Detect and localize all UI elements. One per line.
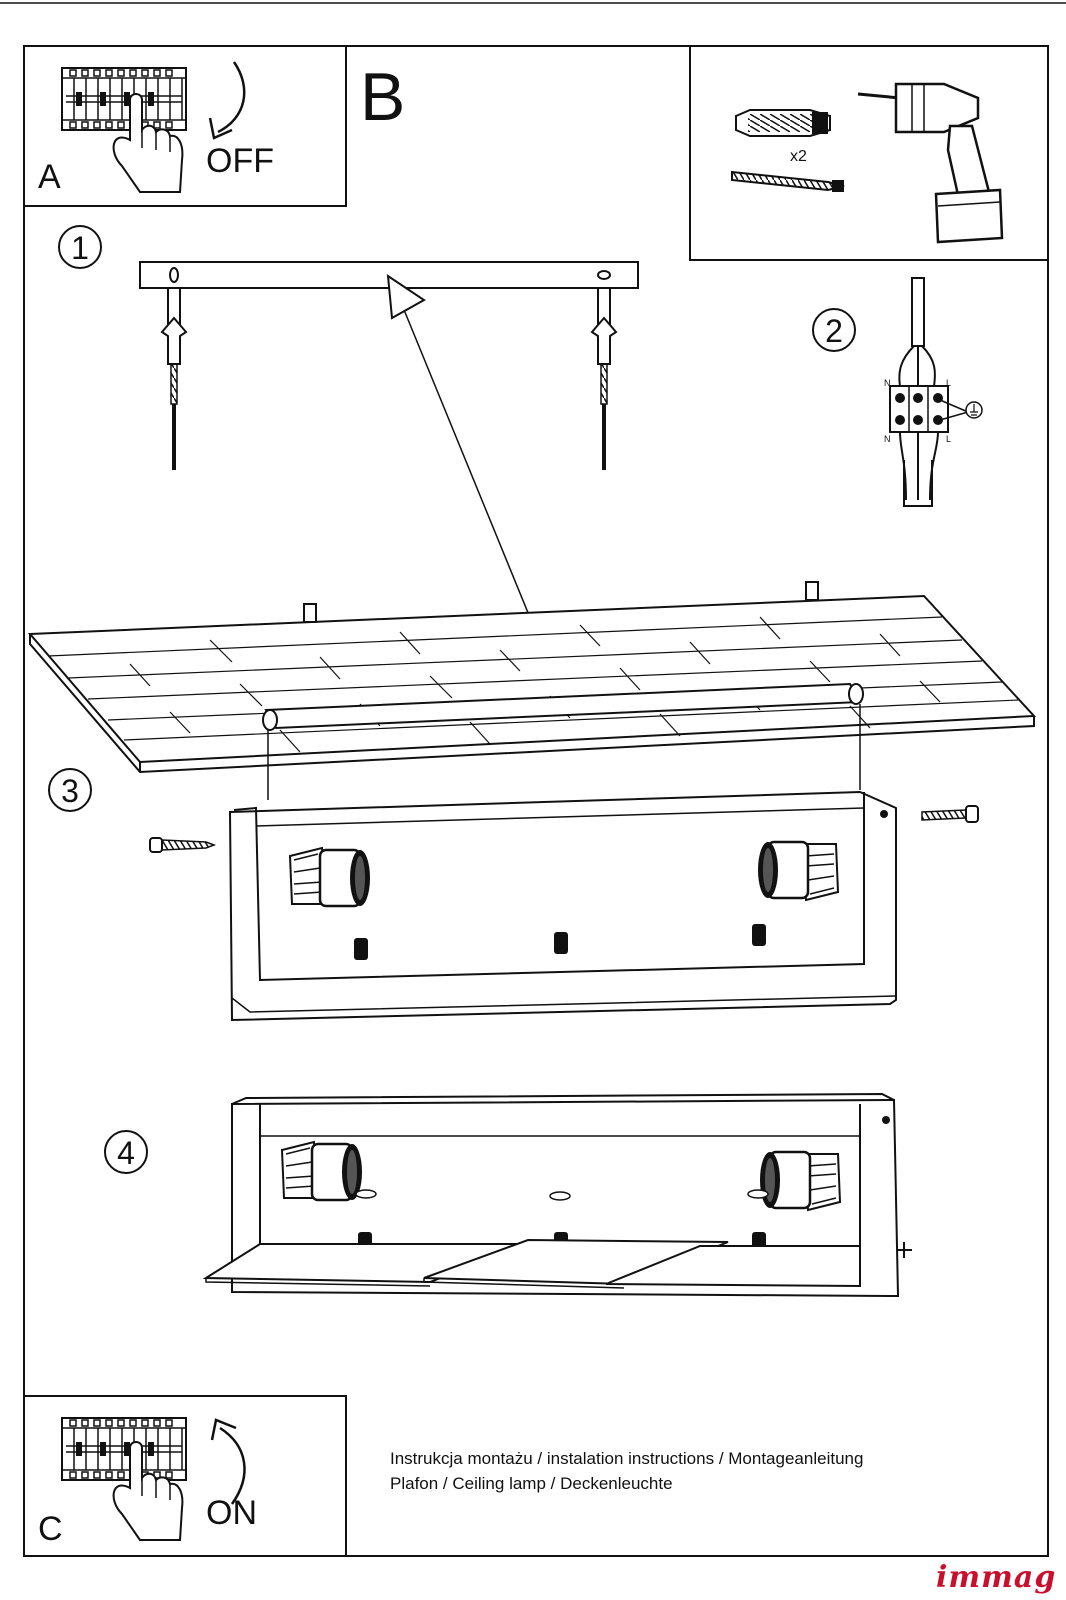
sheet-frame (23, 45, 1049, 1557)
breaker-box-icon (61, 1417, 187, 1481)
spotlight-right-icon (758, 1150, 842, 1212)
pointer-arrow-icon (386, 274, 426, 320)
ceiling-bolt-left (303, 603, 317, 623)
spotlight-left-icon (288, 846, 372, 908)
caption: Instrukcja montażu / instalation instruc… (390, 1446, 863, 1496)
on-label: ON (206, 1494, 257, 1532)
terminal-bottom-right-label: L (946, 434, 951, 444)
wall-plug-icon (735, 109, 831, 137)
terminal-bottom-left-label: N (884, 434, 891, 444)
rotate-arrow-icon (217, 61, 246, 134)
terminal-block-icon (889, 385, 949, 433)
socket-3 (752, 924, 766, 946)
terminal-top-left-label: N (884, 378, 891, 388)
ceiling-bolt-right (805, 581, 819, 601)
lamp-body-step3 (228, 790, 897, 1022)
step-1: 1 (58, 225, 639, 687)
ceiling-slab (27, 581, 1037, 774)
socket-1 (354, 938, 368, 960)
quantity-label: x2 (790, 148, 807, 165)
step-2-number: 2 (825, 313, 843, 349)
drill-icon (857, 82, 1004, 244)
spotlight-right-icon (756, 840, 840, 902)
panel-a-letter: A (38, 158, 61, 196)
caption-line-1: Instrukcja montażu / instalation instruc… (390, 1449, 864, 1468)
fixing-screw-left-icon (149, 837, 217, 853)
terminal-top-right-label: L (946, 378, 951, 388)
brand-logo: immag (936, 1560, 1057, 1595)
panel-c-power-on: C ON (23, 1395, 347, 1557)
step-2-wiring: 2 N L N L (812, 277, 983, 507)
step-3-number: 3 (61, 773, 79, 809)
off-label: OFF (206, 142, 274, 180)
panel-c-letter: C (38, 1510, 63, 1548)
rotate-arrow-icon (219, 1426, 246, 1505)
screw-icon (731, 170, 845, 192)
socket-2 (554, 932, 568, 954)
breaker-box-icon (61, 67, 187, 131)
step-4-number: 4 (117, 1135, 135, 1171)
panel-b-letter: B (360, 59, 405, 135)
tools-panel: x2 (689, 45, 1049, 261)
step-1-number: 1 (71, 230, 89, 266)
step-4: 4 (104, 1092, 912, 1298)
glass-panels (202, 1238, 861, 1289)
panel-a-power-off: A OFF (23, 45, 347, 207)
step-3: 3 (48, 682, 979, 1022)
spotlight-left-icon (280, 1140, 364, 1202)
fixing-screw-right-icon (921, 805, 979, 823)
wall-plug-left-icon (161, 287, 187, 405)
wall-plug-right-icon (591, 287, 617, 405)
caption-line-2: Plafon / Ceiling lamp / Deckenleuchte (390, 1474, 673, 1493)
